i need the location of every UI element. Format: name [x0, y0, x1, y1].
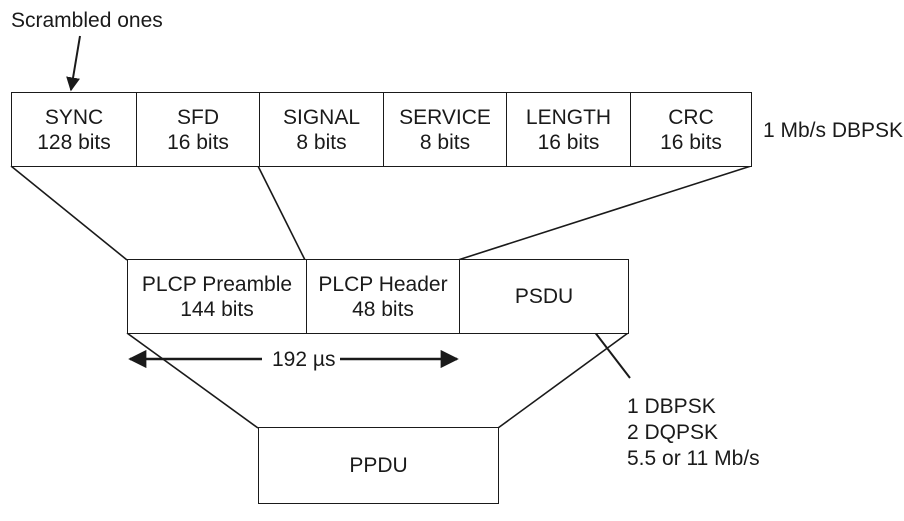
field-crc-size: 16 bits — [660, 130, 722, 154]
header-rate-label: 1 Mb/s DBPSK — [763, 119, 904, 142]
ppdu-label: PPDU — [349, 453, 408, 477]
plcp-header-fields-row: SYNC 128 bits SFD 16 bits SIGNAL 8 bits … — [11, 92, 752, 167]
plcp-header-name: PLCP Header — [318, 272, 448, 296]
connector-left — [10, 165, 128, 261]
field-sync-size: 128 bits — [37, 130, 111, 154]
connector-ppdu-right — [497, 332, 629, 429]
plcp-preamble-size: 144 bits — [180, 297, 254, 321]
plcp-preamble-name: PLCP Preamble — [141, 272, 293, 296]
field-length-size: 16 bits — [537, 130, 600, 154]
plcp-frame-row: PLCP Preamble 144 bits PLCP Header 48 bi… — [127, 259, 629, 334]
field-sync-name: SYNC — [44, 105, 104, 129]
field-sfd: SFD 16 bits — [136, 93, 259, 166]
field-crc-name: CRC — [668, 105, 714, 129]
field-signal: SIGNAL 8 bits — [259, 93, 383, 166]
field-service-size: 8 bits — [419, 130, 471, 154]
plcp-preamble: PLCP Preamble 144 bits — [128, 260, 306, 333]
scrambled-ones-arrow — [66, 35, 81, 92]
psdu-rate-2: 2 DQPSK — [627, 421, 719, 444]
plcp-header: PLCP Header 48 bits — [306, 260, 459, 333]
psdu-rate-3: 5.5 or 11 Mb/s — [627, 447, 760, 470]
ppdu-box: PPDU — [258, 427, 499, 504]
field-signal-size: 8 bits — [296, 130, 347, 154]
psdu-box: PSDU — [459, 260, 628, 333]
connector-ppdu-left — [126, 332, 259, 429]
field-sfd-size: 16 bits — [167, 130, 229, 154]
psdu-rate-1: 1 DBPSK — [627, 395, 716, 418]
scrambled-ones-label: Scrambled ones — [11, 9, 163, 32]
field-length: LENGTH 16 bits — [506, 93, 630, 166]
field-crc: CRC 16 bits — [630, 93, 751, 166]
connector-right — [457, 165, 752, 261]
duration-label: 192 µs — [272, 348, 336, 371]
field-service: SERVICE 8 bits — [383, 93, 506, 166]
field-signal-name: SIGNAL — [282, 105, 361, 129]
field-service-name: SERVICE — [399, 105, 491, 129]
psdu-rates: 1 DBPSK 2 DQPSK 5.5 or 11 Mb/s — [627, 394, 760, 472]
field-length-name: LENGTH — [525, 105, 612, 129]
plcp-header-size: 48 bits — [352, 297, 414, 321]
psdu-label: PSDU — [514, 285, 574, 308]
field-sync: SYNC 128 bits — [12, 93, 136, 166]
connector-preamble-header-split — [257, 165, 306, 261]
field-sfd-name: SFD — [177, 105, 219, 129]
